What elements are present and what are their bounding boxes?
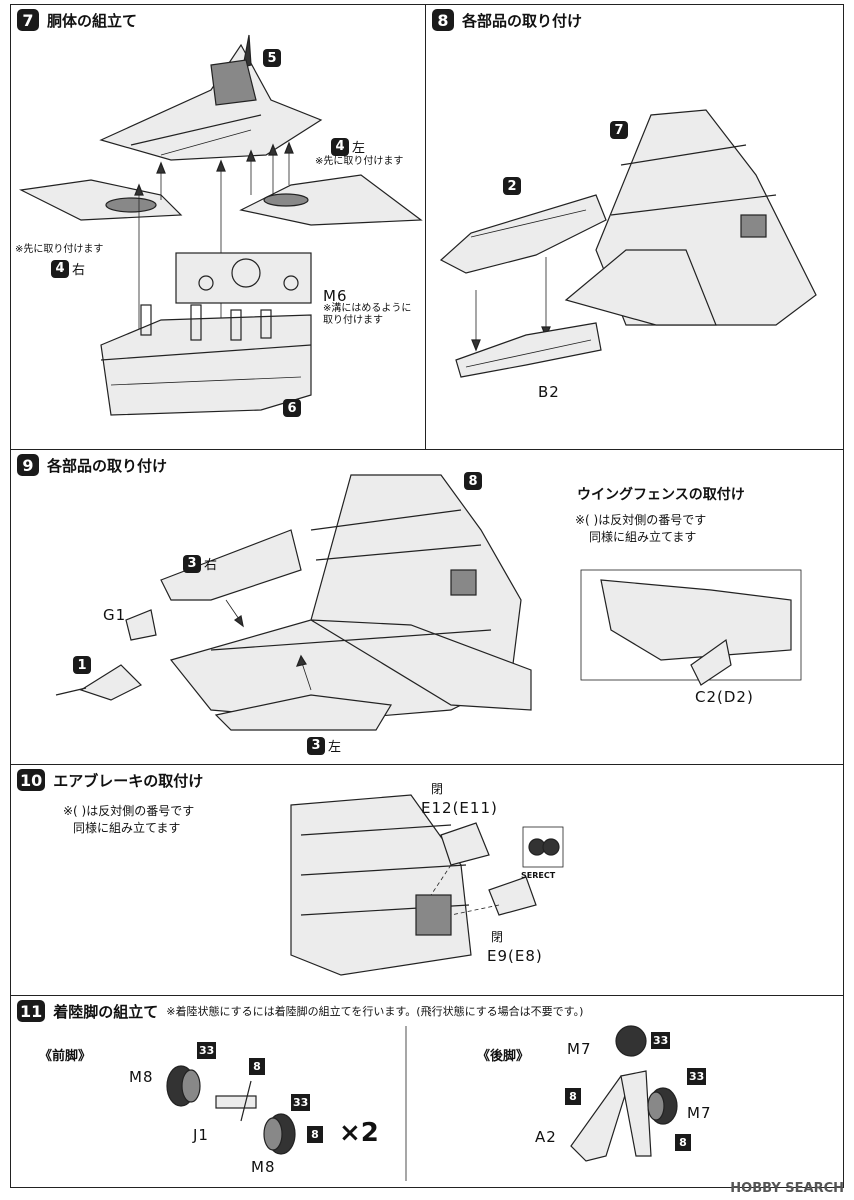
part-label-m7: M7 [567,1040,592,1058]
side-label: 左 [328,740,342,755]
step10-panel: 10 エアブレーキの取付け ※( )は反対側の番号です 同様に組み立てます 閉 … [10,764,844,996]
part-number-7: 7 [610,121,628,139]
note-attach-first: ※先に取り付けます [15,244,104,255]
part-number-3-left: 3 [307,736,325,755]
part-label-c2: C2(D2) [695,688,754,706]
part-label-a2: A2 [535,1128,557,1146]
step-title: 各部品の取り付け [462,11,583,30]
step11-panel: 11 着陸脚の組立て ※着陸状態にするには着陸脚の組立てを行います。(飛行状態に… [10,995,844,1188]
label-closed: 閉 [491,930,504,944]
part-number-2: 2 [503,177,521,195]
step-number: 10 [17,769,46,791]
note-line: ※( )は反対側の番号です [575,513,707,527]
step-title: 各部品の取り付け [47,456,168,475]
part-label-m7: M7 [687,1104,712,1122]
step-title: 着陸脚の組立て [53,1002,159,1021]
part-label-m8: M8 [129,1068,154,1086]
part-number-4-right: 4 [51,259,69,278]
step8-illustration [439,109,817,378]
part-label-b2: B2 [538,383,560,401]
part-number-1: 1 [73,656,91,674]
part-tag-8: 8 [565,1088,581,1105]
step7-panel: 7 胴体の組立て 5 4 左 ※先に取り付けます ※先に取り付けます 4 右 M… [10,4,426,450]
step-number: 9 [17,454,39,476]
step-number: 8 [432,9,454,31]
label-closed: 閉 [431,782,444,796]
part-number-4-left: 4 [331,137,349,156]
note-m6-line1: ※溝にはめるように [323,303,412,314]
part-label-m6: M6 [323,287,348,305]
part-number-6: 6 [283,399,301,417]
part-label-m8: M8 [251,1158,276,1176]
step9-panel: 9 各部品の取り付け 8 3 右 G1 1 3 左 ウイングフェンスの取付け ※… [10,449,844,765]
part-tag-8: 8 [675,1134,691,1151]
quantity-times-2: ×2 [339,1118,379,1148]
part-number-5: 5 [263,49,281,67]
step-title: エアブレーキの取付け [53,771,204,790]
side-label: 右 [204,558,218,573]
part-tag-8: 8 [249,1058,265,1075]
part-tag-33: 33 [197,1042,217,1059]
part-label-g1: G1 [103,606,127,624]
part-label-j1: J1 [193,1126,209,1144]
note-attach-first: ※先に取り付けます [315,156,404,167]
part-tag-33: 33 [291,1094,311,1111]
side-label: 左 [352,141,366,156]
step-title: 胴体の組立て [47,11,138,30]
step8-panel: 8 各部品の取り付け 7 2 B2 [425,4,844,450]
part-number-3-right: 3 [183,554,201,573]
wing-fence-title: ウイングフェンスの取付け [577,487,745,503]
part-tag-33: 33 [651,1032,671,1049]
step-number: 7 [17,9,39,31]
step7-illustration [19,34,423,416]
part-label-e9: E9(E8) [487,947,543,965]
note-line: 同様に組み立てます [73,821,181,835]
part-label-e12: E12(E11) [421,799,498,817]
part-tag-33: 33 [687,1068,707,1085]
front-leg-title: 《前脚》 [39,1049,92,1064]
part-tag-8: 8 [307,1126,323,1143]
step-number: 11 [17,1000,46,1022]
part-number-8: 8 [464,472,482,490]
watermark: HOBBY SEARCH [730,1181,844,1196]
step9-illustration [55,474,802,731]
rear-leg-title: 《後脚》 [477,1049,530,1064]
step11-illustration [166,1025,678,1181]
select-logo-text: SERECT [521,871,556,880]
note-line: ※( )は反対側の番号です [63,804,195,818]
note-line: 同様に組み立てます [589,530,697,544]
side-label: 右 [72,263,86,278]
step-subtitle: ※着陸状態にするには着陸脚の組立てを行います。(飛行状態にする場合は不要です。) [166,1005,584,1018]
step10-illustration [290,794,564,976]
note-m6-line2: 取り付けます [323,315,383,326]
